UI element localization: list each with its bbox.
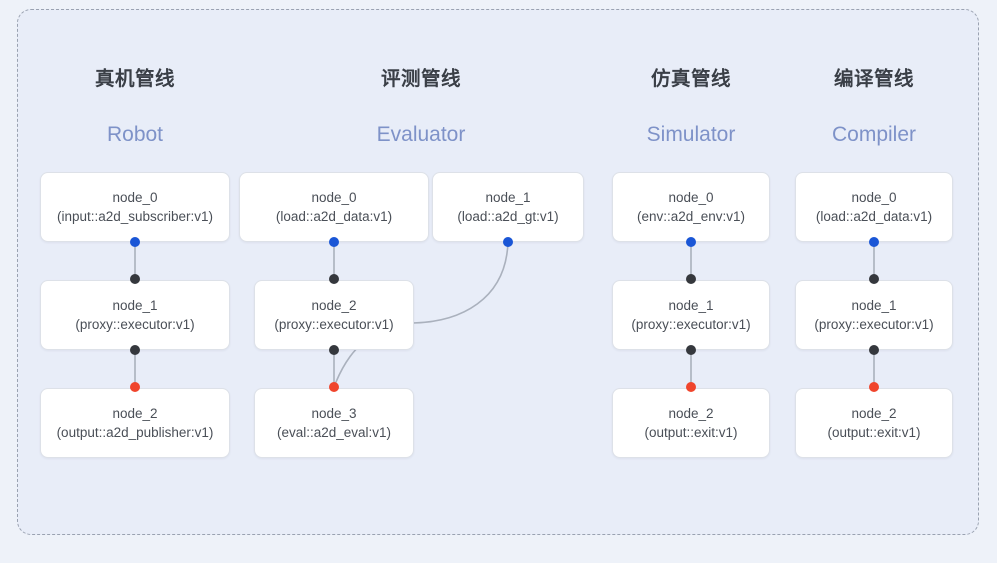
- port-input-dot[interactable]: [329, 237, 339, 247]
- node-label-name: node_2: [112, 406, 158, 421]
- port-input-dot[interactable]: [686, 237, 696, 247]
- port-mid-dot[interactable]: [686, 274, 696, 284]
- column-title-cn-simulator: 仿真管线: [650, 68, 731, 90]
- node-label-type: (proxy::executor:v1): [75, 317, 195, 332]
- port-output-dot[interactable]: [686, 382, 696, 392]
- node-label-name: node_0: [851, 190, 897, 205]
- port-mid-dot[interactable]: [130, 345, 140, 355]
- node-label-name: node_1: [668, 298, 714, 313]
- node-label-name: node_1: [112, 298, 158, 313]
- node-evaluator-1[interactable]: node_1 (load::a2d_gt:v1): [432, 172, 584, 242]
- node-label-type: (output::exit:v1): [827, 425, 921, 440]
- node-label-type: (proxy::executor:v1): [814, 317, 934, 332]
- node-label-type: (output::exit:v1): [644, 425, 738, 440]
- node-label-type: (output::a2d_publisher:v1): [56, 425, 214, 440]
- node-label-type: (load::a2d_data:v1): [815, 209, 933, 224]
- port-output-dot[interactable]: [130, 382, 140, 392]
- node-evaluator-2[interactable]: node_2 (proxy::executor:v1): [254, 280, 414, 350]
- port-input-dot[interactable]: [130, 237, 140, 247]
- port-mid-dot[interactable]: [329, 274, 339, 284]
- port-output-dot[interactable]: [869, 382, 879, 392]
- column-title-en-robot: Robot: [106, 123, 164, 146]
- node-label-name: node_0: [311, 190, 357, 205]
- port-output-dot[interactable]: [329, 382, 339, 392]
- node-evaluator-0[interactable]: node_0 (load::a2d_data:v1): [239, 172, 429, 242]
- node-label-type: (proxy::executor:v1): [631, 317, 751, 332]
- column-title-en-compiler: Compiler: [831, 123, 917, 146]
- port-mid-dot[interactable]: [329, 345, 339, 355]
- node-robot-2[interactable]: node_2 (output::a2d_publisher:v1): [40, 388, 230, 458]
- node-simulator-2[interactable]: node_2 (output::exit:v1): [612, 388, 770, 458]
- column-title-en-simulator: Simulator: [646, 123, 736, 146]
- port-mid-dot[interactable]: [130, 274, 140, 284]
- node-label-name: node_1: [485, 190, 531, 205]
- node-label-name: node_0: [668, 190, 714, 205]
- port-mid-dot[interactable]: [686, 345, 696, 355]
- node-label-type: (env::a2d_env:v1): [636, 209, 746, 224]
- node-label-name: node_1: [851, 298, 897, 313]
- node-simulator-1[interactable]: node_1 (proxy::executor:v1): [612, 280, 770, 350]
- port-mid-dot[interactable]: [869, 345, 879, 355]
- node-label-type: (proxy::executor:v1): [274, 317, 394, 332]
- node-compiler-0[interactable]: node_0 (load::a2d_data:v1): [795, 172, 953, 242]
- column-title-cn-robot: 真机管线: [94, 68, 175, 90]
- node-evaluator-3[interactable]: node_3 (eval::a2d_eval:v1): [254, 388, 414, 458]
- column-title-cn-compiler: 编译管线: [833, 68, 914, 90]
- port-input-dot[interactable]: [503, 237, 513, 247]
- node-label-type: (eval::a2d_eval:v1): [276, 425, 392, 440]
- node-robot-0[interactable]: node_0 (input::a2d_subscriber:v1): [40, 172, 230, 242]
- node-label-name: node_2: [668, 406, 714, 421]
- node-label-name: node_2: [851, 406, 897, 421]
- port-mid-dot[interactable]: [869, 274, 879, 284]
- node-robot-1[interactable]: node_1 (proxy::executor:v1): [40, 280, 230, 350]
- node-compiler-1[interactable]: node_1 (proxy::executor:v1): [795, 280, 953, 350]
- node-label-type: (load::a2d_data:v1): [275, 209, 393, 224]
- node-label-type: (load::a2d_gt:v1): [457, 209, 559, 224]
- node-compiler-2[interactable]: node_2 (output::exit:v1): [795, 388, 953, 458]
- node-simulator-0[interactable]: node_0 (env::a2d_env:v1): [612, 172, 770, 242]
- column-title-en-evaluator: Evaluator: [376, 123, 466, 146]
- node-label-name: node_2: [311, 298, 357, 313]
- node-label-name: node_0: [112, 190, 158, 205]
- port-input-dot[interactable]: [869, 237, 879, 247]
- node-label-name: node_3: [311, 406, 357, 421]
- node-label-type: (input::a2d_subscriber:v1): [56, 209, 214, 224]
- column-title-cn-evaluator: 评测管线: [380, 68, 461, 90]
